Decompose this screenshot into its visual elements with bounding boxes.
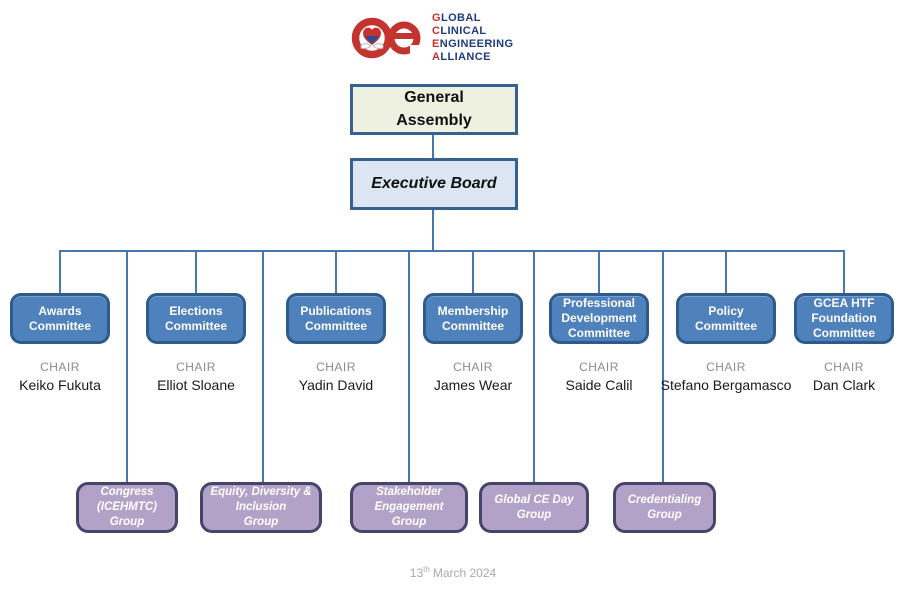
logo-line: GLOBAL bbox=[432, 11, 481, 24]
chair-name: Saide Calil bbox=[565, 377, 633, 393]
gcea-heart-hands-icon bbox=[347, 7, 429, 68]
logo-line: CLINICAL bbox=[432, 24, 487, 37]
chair-name: Stefano Bergamasco bbox=[660, 377, 792, 393]
chair-label: CHAIR bbox=[824, 360, 864, 374]
committee-box-publications: Publications Committee bbox=[286, 293, 386, 344]
chair-label: CHAIR bbox=[579, 360, 619, 374]
chair-block-membership: CHAIR James Wear bbox=[393, 360, 553, 393]
connector-drop-global-ce-day-group bbox=[533, 250, 535, 482]
chair-label: CHAIR bbox=[706, 360, 746, 374]
connector-ga-eb bbox=[432, 135, 434, 158]
committee-box-awards: Awards Committee bbox=[10, 293, 110, 344]
chair-label: CHAIR bbox=[176, 360, 216, 374]
gcea-logo: GLOBAL CLINICAL ENGINEERING ALLIANCE bbox=[347, 7, 513, 68]
chair-label: CHAIR bbox=[316, 360, 356, 374]
connector-eb-drop bbox=[432, 210, 434, 251]
chair-block-awards: CHAIR Keiko Fukuta bbox=[0, 360, 140, 393]
executive-board-box: Executive Board bbox=[350, 158, 518, 210]
chair-name: Keiko Fukuta bbox=[19, 377, 101, 393]
chair-label: CHAIR bbox=[453, 360, 493, 374]
logo-line: ALLIANCE bbox=[432, 50, 491, 63]
committee-box-policy: Policy Committee bbox=[676, 293, 776, 344]
logo-line: ENGINEERING bbox=[432, 37, 514, 50]
committee-box-gcea-htf-foundation: GCEA HTF Foundation Committee bbox=[794, 293, 894, 344]
committee-box-elections: Elections Committee bbox=[146, 293, 246, 344]
connector-drop-membership bbox=[472, 250, 474, 293]
chair-label: CHAIR bbox=[40, 360, 80, 374]
chair-block-policy: CHAIR Stefano Bergamasco bbox=[646, 360, 806, 393]
connector-drop-awards bbox=[59, 250, 61, 293]
gcea-logo-wordmark: GLOBAL CLINICAL ENGINEERING ALLIANCE bbox=[432, 12, 513, 64]
connector-drop-credentialing-group bbox=[662, 250, 664, 482]
connector-drop-gcea-htf bbox=[843, 250, 845, 293]
group-box-congress-icehmtc: Congress (ICEHMTC) Group bbox=[76, 482, 178, 533]
chair-name: Dan Clark bbox=[812, 377, 876, 393]
date-suffix: th bbox=[423, 565, 430, 574]
chair-block-gcea-htf-foundation: CHAIR Dan Clark bbox=[764, 360, 906, 393]
date-rest: March 2024 bbox=[432, 566, 497, 580]
group-box-stakeholder-engagement: Stakeholder Engagement Group bbox=[350, 482, 468, 533]
connector-drop-publications bbox=[335, 250, 337, 293]
chair-block-publications: CHAIR Yadin David bbox=[256, 360, 416, 393]
group-box-equity-diversity-inclusion: Equity, Diversity & Inclusion Group bbox=[200, 482, 322, 533]
connector-drop-congress-group bbox=[126, 250, 128, 482]
chair-block-elections: CHAIR Elliot Sloane bbox=[116, 360, 276, 393]
general-assembly-box: General Assembly bbox=[350, 84, 518, 135]
date-day: 13 bbox=[409, 566, 424, 580]
connector-drop-policy bbox=[725, 250, 727, 293]
chair-name: Elliot Sloane bbox=[157, 377, 235, 393]
chair-block-professional-development: CHAIR Saide Calil bbox=[519, 360, 679, 393]
connector-horizontal bbox=[59, 250, 845, 252]
connector-drop-equity-group bbox=[262, 250, 264, 482]
connector-drop-elections bbox=[195, 250, 197, 293]
committee-box-professional-development: Professional Development Committee bbox=[549, 293, 649, 344]
chair-name: James Wear bbox=[433, 377, 513, 393]
committee-box-membership: Membership Committee bbox=[423, 293, 523, 344]
chair-name: Yadin David bbox=[298, 377, 374, 393]
connector-drop-stakeholder-group bbox=[408, 250, 410, 482]
group-box-global-ce-day: Global CE Day Group bbox=[479, 482, 589, 533]
group-box-credentialing: Credentialing Group bbox=[613, 482, 716, 533]
connector-drop-professional bbox=[598, 250, 600, 293]
